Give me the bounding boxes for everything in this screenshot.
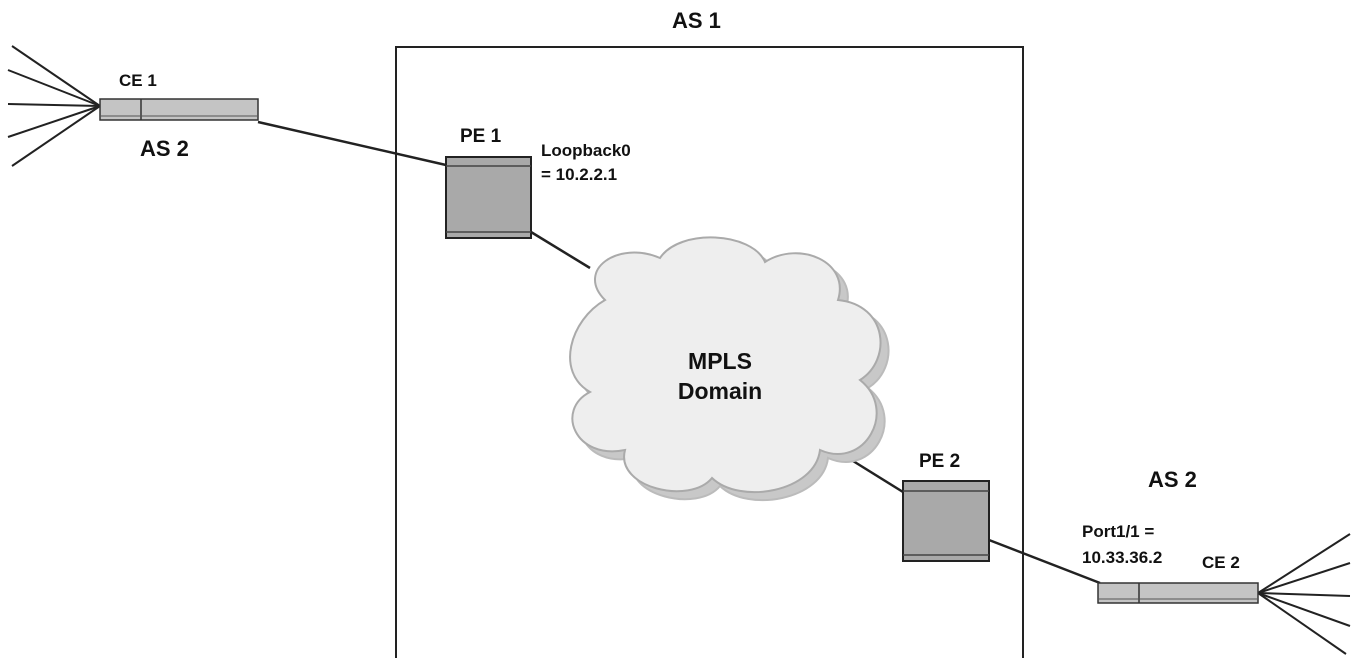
loopback-label-line2: = 10.2.2.1	[541, 165, 618, 184]
ce2-fanout-lines	[1257, 533, 1351, 655]
as1-boundary-box	[395, 46, 1024, 658]
ce1-device	[99, 98, 259, 121]
pe2-router	[902, 480, 990, 562]
loopback-label-line1: Loopback0	[541, 141, 631, 160]
mpls-cloud-label: MPLS Domain	[650, 346, 790, 406]
mpls-cloud-label-line1: MPLS	[688, 348, 752, 374]
as1-label: AS 1	[672, 8, 721, 33]
as2-right-label: AS 2	[1148, 467, 1197, 492]
link-ce1-pe1	[257, 120, 447, 167]
ce1-label: CE 1	[119, 71, 157, 90]
port-label-line1: Port1/1 =	[1082, 522, 1155, 541]
port-label-line2: 10.33.36.2	[1082, 548, 1163, 567]
ce1-fanout-lines	[7, 45, 101, 167]
as2-left-label: AS 2	[140, 136, 189, 161]
mpls-cloud-label-line2: Domain	[677, 378, 763, 404]
ce2-label: CE 2	[1202, 553, 1240, 572]
ce2-device	[1097, 582, 1259, 604]
link-pe1-cloud	[530, 230, 591, 270]
link-pe2-ce2	[988, 538, 1101, 585]
pe2-label: PE 2	[919, 451, 961, 472]
mpls-cloud	[569, 236, 882, 494]
link-cloud-pe2	[844, 454, 904, 494]
pe1-label: PE 1	[460, 126, 502, 147]
pe1-router	[445, 156, 532, 239]
